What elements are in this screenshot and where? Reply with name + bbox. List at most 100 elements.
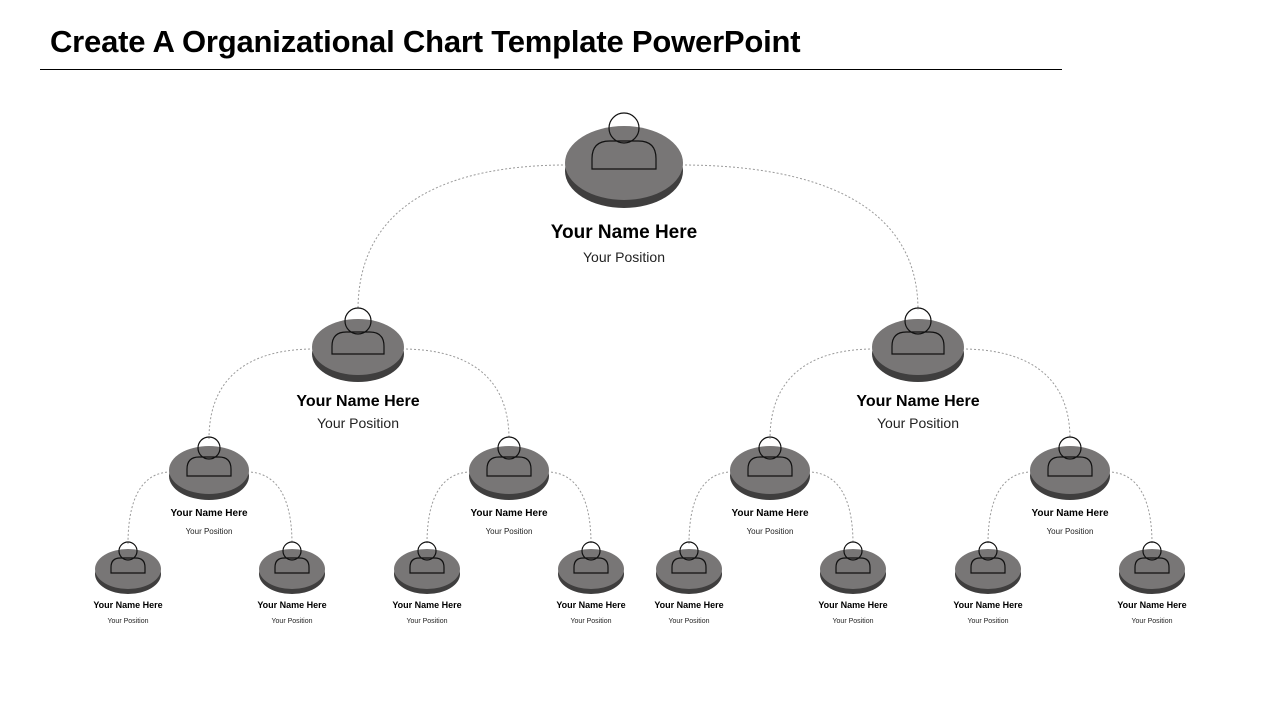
person-head [1142, 541, 1162, 561]
person-head [497, 436, 521, 460]
org-node-r10[interactable] [730, 436, 810, 500]
connector-line-r00 [208, 348, 315, 440]
node-name: Your Name Here [470, 508, 548, 519]
person-icon [186, 436, 232, 477]
node-name: Your Name Here [1117, 600, 1187, 610]
person-icon [747, 436, 793, 477]
person-head [679, 541, 699, 561]
person-icon [409, 541, 445, 574]
person-icon [591, 112, 657, 170]
org-node-r0[interactable] [312, 307, 404, 382]
person-icon [274, 541, 310, 574]
org-node-r100[interactable] [656, 541, 722, 594]
connector-line-r0 [357, 164, 568, 311]
person-body [186, 456, 232, 477]
org-node-r001[interactable] [259, 541, 325, 594]
person-head [118, 541, 138, 561]
connector-line-r110 [987, 471, 1033, 545]
person-head [843, 541, 863, 561]
org-node-r1[interactable] [872, 307, 964, 382]
person-icon [486, 436, 532, 477]
node-name: Your Name Here [731, 508, 809, 519]
node-position: Your Position [1046, 527, 1094, 536]
node-name: Your Name Here [856, 393, 980, 410]
person-body [331, 331, 385, 355]
node-position: Your Position [570, 618, 612, 625]
node-position: Your Position [485, 527, 533, 536]
node-name: Your Name Here [556, 600, 626, 610]
node-position: Your Position [746, 527, 794, 536]
person-body [1134, 557, 1170, 574]
connector-line-r001 [246, 471, 293, 545]
node-name: Your Name Here [1031, 508, 1109, 519]
node-name: Your Name Here [392, 600, 462, 610]
connector-line-r01 [401, 348, 510, 440]
node-position: Your Position [967, 618, 1009, 625]
org-node-r011[interactable] [558, 541, 624, 594]
person-body [591, 140, 657, 170]
person-body [409, 557, 445, 574]
org-node-r010[interactable] [394, 541, 460, 594]
slide-title: Create A Organizational Chart Template P… [50, 24, 801, 59]
person-icon [835, 541, 871, 574]
connector-line-r111 [1107, 471, 1153, 545]
person-body [573, 557, 609, 574]
node-name: Your Name Here [257, 600, 327, 610]
person-head [344, 307, 372, 335]
connector-line-r011 [546, 471, 592, 545]
org-node-r00[interactable] [169, 436, 249, 500]
person-body [486, 456, 532, 477]
node-position: Your Position [107, 618, 149, 625]
node-position: Your Position [271, 618, 313, 625]
connector-line-r1 [680, 164, 919, 311]
node-name: Your Name Here [654, 600, 724, 610]
person-head [197, 436, 221, 460]
connector-line-r11 [961, 348, 1071, 440]
connector-line-r10 [769, 348, 875, 440]
org-node-r111[interactable] [1119, 541, 1185, 594]
person-body [110, 557, 146, 574]
org-node-r101[interactable] [820, 541, 886, 594]
connector-lines [127, 164, 1153, 545]
connector-line-r101 [807, 471, 854, 545]
person-icon [331, 307, 385, 355]
person-body [970, 557, 1006, 574]
node-position: Your Position [832, 618, 874, 625]
org-node-r11[interactable] [1030, 436, 1110, 500]
person-icon [1134, 541, 1170, 574]
org-node-r01[interactable] [469, 436, 549, 500]
person-icon [970, 541, 1006, 574]
person-body [747, 456, 793, 477]
org-node-r[interactable] [565, 112, 683, 208]
node-name: Your Name Here [818, 600, 888, 610]
person-icon [891, 307, 945, 355]
person-icon [1047, 436, 1093, 477]
person-body [835, 557, 871, 574]
node-name: Your Name Here [953, 600, 1023, 610]
node-position: Your Position [583, 249, 665, 265]
org-node-r000[interactable] [95, 541, 161, 594]
node-position: Your Position [406, 618, 448, 625]
person-icon [671, 541, 707, 574]
person-head [608, 112, 640, 144]
person-head [282, 541, 302, 561]
node-name: Your Name Here [93, 600, 163, 610]
person-head [758, 436, 782, 460]
person-body [1047, 456, 1093, 477]
org-nodes [95, 112, 1185, 594]
org-node-r110[interactable] [955, 541, 1021, 594]
node-position: Your Position [668, 618, 710, 625]
person-body [891, 331, 945, 355]
person-body [671, 557, 707, 574]
node-position: Your Position [185, 527, 233, 536]
